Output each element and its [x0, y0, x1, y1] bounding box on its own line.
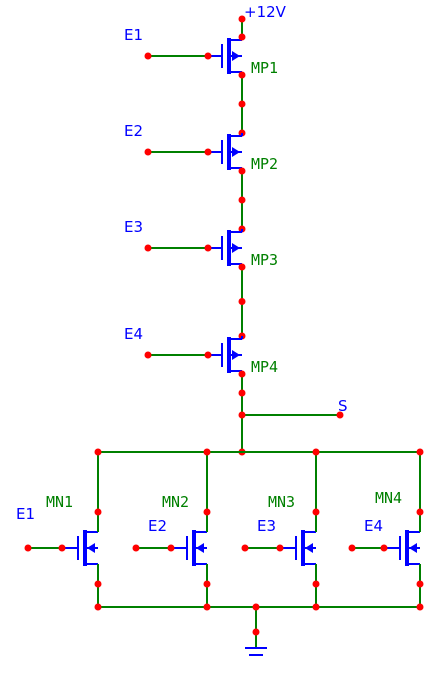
nmos-arrow [409, 543, 417, 553]
pmos-gate-label: E2 [124, 122, 143, 140]
pmos-transistor-icon [208, 133, 243, 171]
node-dot [238, 196, 246, 204]
node-dot [203, 448, 211, 456]
nmos-transistor-icon [171, 530, 207, 566]
node-dot [312, 448, 320, 456]
supply-rail: +12V [238, 3, 287, 38]
nmos-name-label: MN3 [268, 493, 295, 511]
node-dot [312, 508, 320, 516]
node-dot [204, 351, 212, 359]
pmos-name-label: MP3 [251, 251, 278, 269]
node-dot [238, 167, 246, 175]
node-dot [238, 33, 246, 41]
pmos-transistor-icon [208, 37, 243, 75]
pmos-arrow [232, 243, 240, 253]
node-dot [144, 351, 152, 359]
nmos-arrow [305, 543, 313, 553]
node-dot [238, 100, 246, 108]
node-dot [238, 263, 246, 271]
node-dot [132, 544, 140, 552]
pmos-arrow [232, 147, 240, 157]
node-dot [238, 71, 246, 79]
nmos-name-label: MN2 [162, 493, 189, 511]
nmos-gate-label: E1 [16, 505, 35, 523]
node-dot [144, 148, 152, 156]
pmos-gate-label: E4 [124, 325, 143, 343]
node-dot [24, 544, 32, 552]
nmos-transistor-icon [384, 530, 420, 566]
pmos-name-label: MP4 [251, 358, 278, 376]
node-dot [94, 603, 102, 611]
node-dot [203, 580, 211, 588]
node-dot [204, 52, 212, 60]
node-dot [167, 544, 175, 552]
node-dot [241, 544, 249, 552]
pmos-name-label: MP2 [251, 155, 278, 173]
supply-label: +12V [244, 3, 287, 21]
node-dot [94, 448, 102, 456]
node-dot [416, 508, 424, 516]
nmos-arrow [87, 543, 95, 553]
node-dot [204, 244, 212, 252]
node-dot [416, 580, 424, 588]
output-net: S [238, 389, 348, 456]
pmos-gate-label: E1 [124, 26, 143, 44]
node-dot [203, 603, 211, 611]
node-dot [203, 508, 211, 516]
ground-icon [245, 647, 267, 656]
node-dot [416, 448, 424, 456]
nmos-transistor-icon [280, 530, 316, 566]
nmos-gate-label: E3 [257, 517, 276, 535]
nmos-gate-label: E2 [148, 517, 167, 535]
node-dot [58, 544, 66, 552]
node-dot [144, 52, 152, 60]
nmos-transistor-MN1: E1 MN1 [16, 448, 102, 611]
pmos-transistor-icon [208, 336, 243, 374]
nmos-gate-label: E4 [364, 517, 383, 535]
nmos-name-label: MN4 [375, 489, 402, 507]
node-dot [380, 544, 388, 552]
node-dot [348, 544, 356, 552]
ground-connection [245, 603, 267, 656]
pmos-arrow [232, 350, 240, 360]
node-dot [94, 580, 102, 588]
node-dot [416, 603, 424, 611]
nmos-arrow [196, 543, 204, 553]
pmos-transistor-icon [208, 229, 243, 267]
pmos-arrow [232, 51, 240, 61]
nmos-transistor-icon [62, 530, 98, 566]
nmos-transistor-MN4: E4 MN4 [348, 448, 424, 611]
node-dot [238, 298, 246, 305]
node-dot [312, 603, 320, 611]
pmos-gate-label: E3 [124, 218, 143, 236]
node-dot [312, 580, 320, 588]
node-dot [144, 244, 152, 252]
pmos-name-label: MP1 [251, 59, 278, 77]
nmos-name-label: MN1 [46, 493, 73, 511]
node-dot [238, 370, 246, 378]
node-dot [94, 508, 102, 516]
node-dot [276, 544, 284, 552]
output-label: S [338, 397, 348, 415]
node-dot [204, 148, 212, 156]
